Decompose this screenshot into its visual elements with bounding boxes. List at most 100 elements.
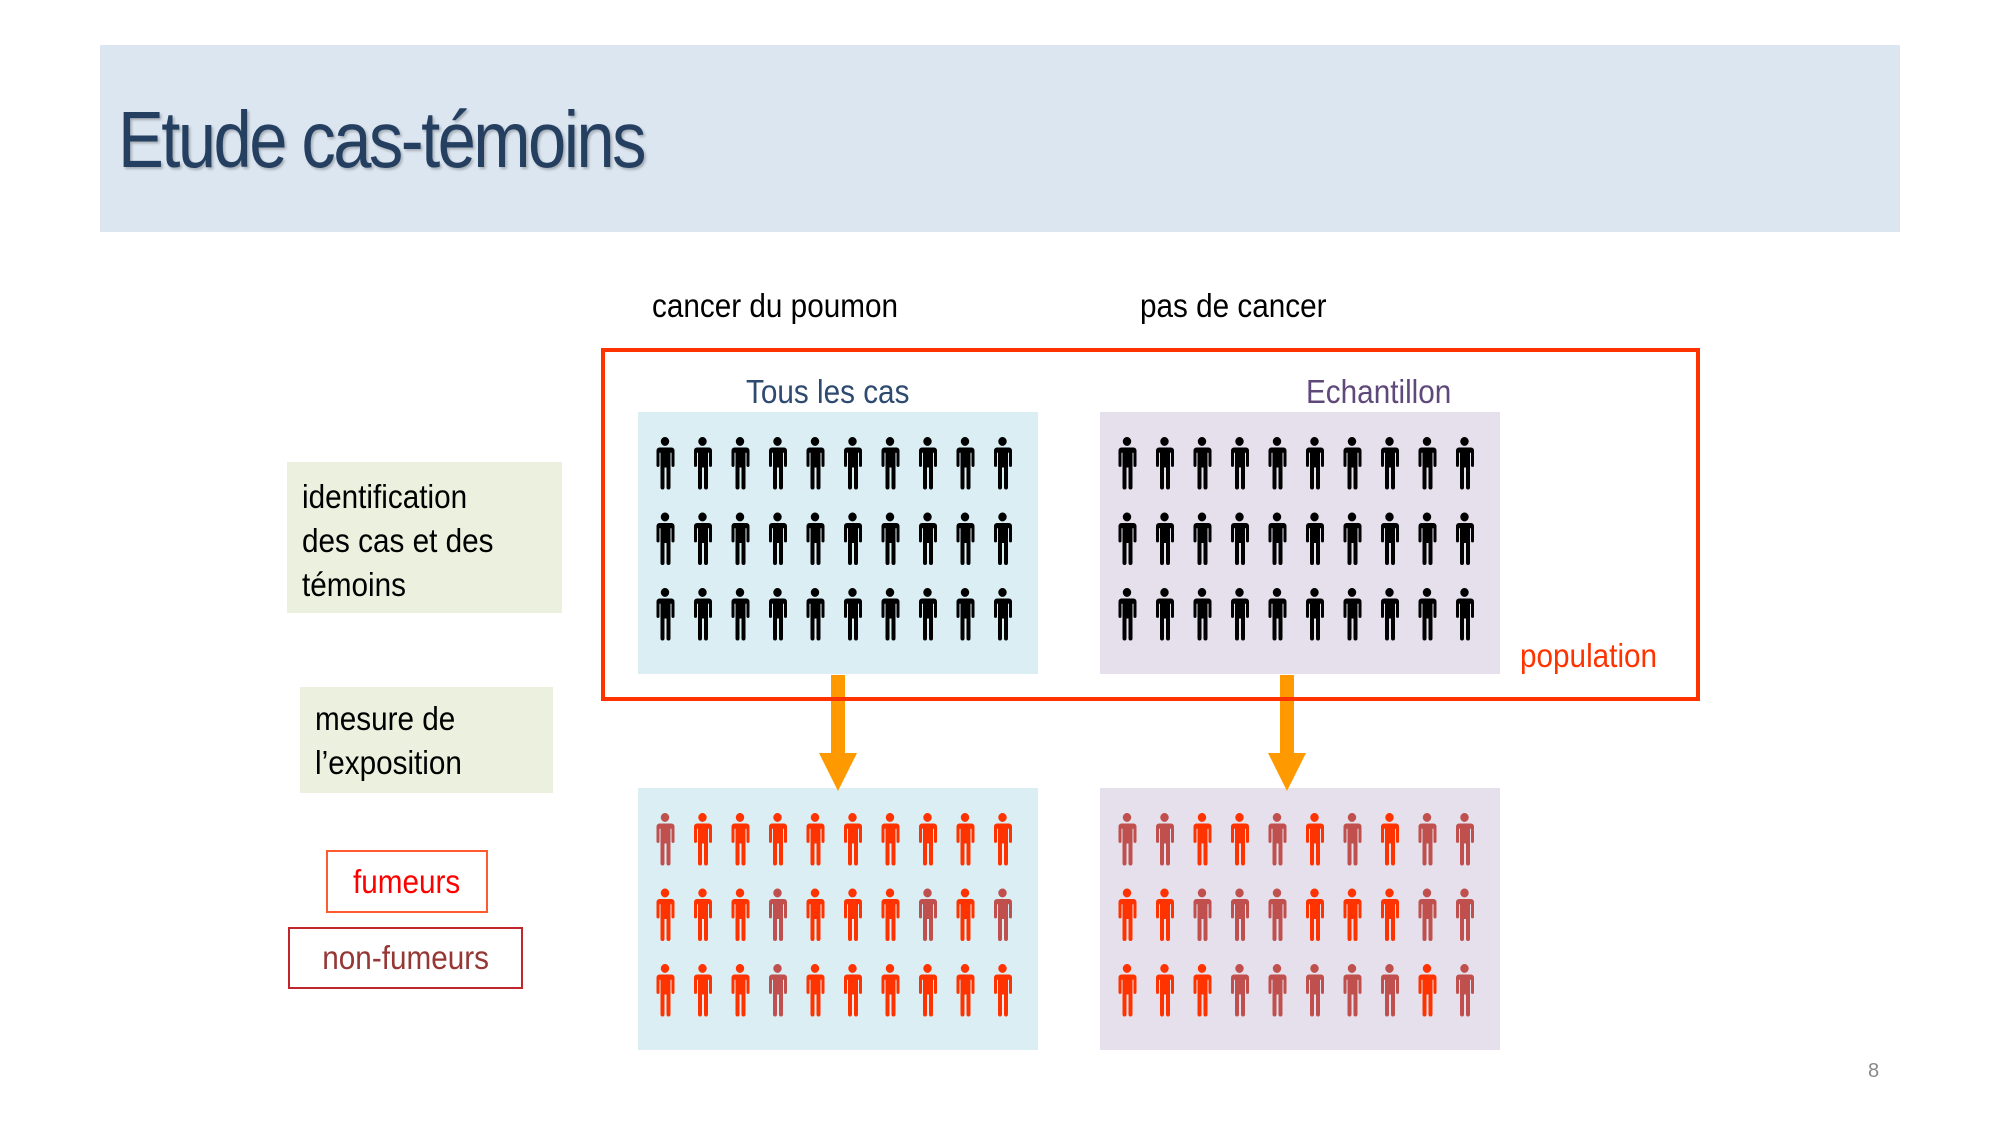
person-icon-smoker bbox=[1418, 964, 1437, 1017]
person-icon bbox=[1343, 437, 1362, 490]
person-icon bbox=[731, 437, 750, 490]
person-icon bbox=[1193, 512, 1212, 565]
person-icon-non-smoker bbox=[919, 888, 937, 941]
identification-line-3: témoins bbox=[302, 566, 407, 603]
person-icon-non-smoker bbox=[1456, 964, 1474, 1017]
person-icon-smoker bbox=[956, 813, 975, 866]
person-icon bbox=[769, 512, 787, 565]
person-icon bbox=[1306, 588, 1324, 641]
person-icon-smoker bbox=[1193, 964, 1212, 1017]
person-icon bbox=[881, 437, 900, 490]
person-icon bbox=[694, 588, 712, 641]
person-icon bbox=[1231, 588, 1249, 641]
person-icon-smoker bbox=[956, 964, 975, 1017]
person-icon bbox=[1306, 437, 1324, 490]
person-icon-smoker bbox=[844, 964, 862, 1017]
person-icon bbox=[919, 437, 937, 490]
identification-step-box: identification des cas et des témoins bbox=[287, 462, 562, 613]
person-icon-smoker bbox=[1156, 964, 1174, 1017]
person-icon-smoker bbox=[881, 813, 900, 866]
person-icon-smoker bbox=[881, 964, 900, 1017]
person-icon-non-smoker bbox=[1268, 813, 1287, 866]
person-icon-non-smoker bbox=[1156, 813, 1174, 866]
person-icon-non-smoker bbox=[994, 888, 1012, 941]
person-icon-smoker bbox=[1193, 813, 1212, 866]
person-icon-non-smoker bbox=[1268, 964, 1287, 1017]
person-icon bbox=[656, 588, 675, 641]
person-icon bbox=[1418, 588, 1437, 641]
person-icon-non-smoker bbox=[1343, 964, 1362, 1017]
person-icon bbox=[844, 437, 862, 490]
person-icon-smoker bbox=[1306, 813, 1324, 866]
person-icon-smoker bbox=[994, 813, 1012, 866]
person-icon-non-smoker bbox=[1118, 813, 1137, 866]
person-icon bbox=[1193, 437, 1212, 490]
page-number: 8 bbox=[1868, 1060, 1880, 1082]
person-icon bbox=[881, 512, 900, 565]
person-icon-smoker bbox=[881, 888, 900, 941]
person-icon-smoker bbox=[1381, 813, 1399, 866]
person-icon bbox=[806, 512, 825, 565]
person-icon bbox=[806, 588, 825, 641]
person-icon bbox=[694, 437, 712, 490]
cases-grid-before bbox=[638, 412, 1038, 674]
arrow-down-icon bbox=[819, 675, 857, 791]
person-icon bbox=[1268, 512, 1287, 565]
person-icon bbox=[919, 512, 937, 565]
person-icon-non-smoker bbox=[1268, 888, 1287, 941]
person-icon bbox=[731, 588, 750, 641]
person-icon-smoker bbox=[1343, 888, 1362, 941]
person-icon-non-smoker bbox=[1418, 888, 1437, 941]
person-icon bbox=[1156, 512, 1174, 565]
exposure-line-1: mesure de bbox=[315, 700, 456, 737]
slide-title: Etude cas-témoins bbox=[118, 95, 647, 184]
legend-non-smokers-label: non-fumeurs bbox=[322, 939, 489, 976]
person-icon-non-smoker bbox=[1343, 813, 1362, 866]
person-icon bbox=[769, 588, 787, 641]
arrow-down-icon bbox=[1268, 675, 1306, 791]
person-icon-non-smoker bbox=[1231, 964, 1249, 1017]
person-icon-smoker bbox=[994, 964, 1012, 1017]
person-icon bbox=[1418, 512, 1437, 565]
person-icon-smoker bbox=[731, 888, 750, 941]
person-icon bbox=[1381, 588, 1399, 641]
person-icon-smoker bbox=[1118, 888, 1137, 941]
person-icon bbox=[1118, 512, 1137, 565]
cases-column-header: cancer du poumon bbox=[652, 287, 899, 324]
legend-smokers-label: fumeurs bbox=[353, 863, 461, 900]
person-icon-smoker bbox=[956, 888, 975, 941]
person-icon bbox=[1343, 512, 1362, 565]
person-icon bbox=[1231, 512, 1249, 565]
person-icon-smoker bbox=[1381, 888, 1399, 941]
person-icon bbox=[844, 512, 862, 565]
person-icon bbox=[656, 512, 675, 565]
person-icon bbox=[1456, 588, 1474, 641]
person-icon bbox=[881, 588, 900, 641]
person-icon bbox=[1306, 512, 1324, 565]
person-icon-non-smoker bbox=[1418, 813, 1437, 866]
legend-non-smokers: non-fumeurs bbox=[288, 927, 523, 989]
person-icon-smoker bbox=[1118, 964, 1137, 1017]
person-icon-smoker bbox=[1156, 888, 1174, 941]
person-icon-non-smoker bbox=[769, 964, 787, 1017]
person-icon bbox=[994, 512, 1012, 565]
person-icon bbox=[1418, 437, 1437, 490]
person-icon-smoker bbox=[769, 813, 787, 866]
person-icon bbox=[956, 437, 975, 490]
person-icon-smoker bbox=[694, 888, 712, 941]
person-icon-non-smoker bbox=[1193, 888, 1212, 941]
legend-smokers: fumeurs bbox=[326, 850, 488, 913]
person-icon-non-smoker bbox=[1456, 888, 1474, 941]
person-icon-non-smoker bbox=[1306, 964, 1324, 1017]
controls-grid-before bbox=[1100, 412, 1500, 674]
population-label: population bbox=[1520, 637, 1658, 674]
person-icon-smoker bbox=[806, 964, 825, 1017]
person-icon-smoker bbox=[844, 888, 862, 941]
person-icon bbox=[1456, 512, 1474, 565]
person-icon-non-smoker bbox=[1456, 813, 1474, 866]
person-icon bbox=[1268, 437, 1287, 490]
controls-column-header: pas de cancer bbox=[1140, 287, 1327, 324]
person-icon bbox=[994, 437, 1012, 490]
person-icon bbox=[806, 437, 825, 490]
person-icon bbox=[919, 588, 937, 641]
